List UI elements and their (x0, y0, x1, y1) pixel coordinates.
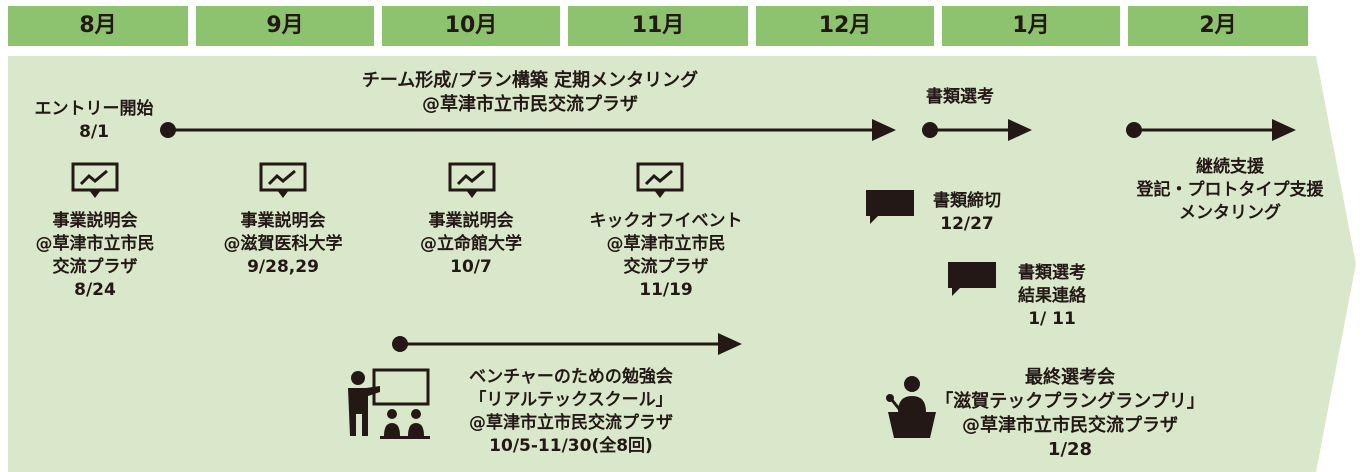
final-selection-label: 最終選考会 「滋賀テックプラングランプリ」 @草津市立市民交流プラザ 1/28 (930, 366, 1210, 462)
event-venue: @草津市立市民 (606, 234, 726, 254)
event-venue-cont: 交流プラザ (52, 257, 138, 277)
support-line2: 登記・プロトタイプ支援 (1136, 180, 1324, 200)
month-feb: 2月 (1128, 6, 1308, 46)
entry-title: エントリー開始 (34, 99, 154, 119)
final-venue: @草津市立市民交流プラザ (962, 415, 1178, 436)
screening-label: 書類選考 (926, 87, 994, 107)
entry-start: エントリー開始 8/1 (20, 98, 168, 144)
result-subtitle: 結果連絡 (1018, 286, 1086, 306)
presentation-board-icon (448, 162, 496, 198)
result-title: 書類選考 (1018, 263, 1086, 283)
main-phase-line1: チーム形成/プラン構築 定期メンタリング (361, 70, 699, 91)
event-title: 事業説明会 (240, 211, 326, 231)
speech-bubble-icon (866, 190, 914, 224)
support-line1: 継続支援 (1196, 157, 1264, 177)
study-title: ベンチャーのための勉強会 (469, 367, 673, 387)
month-sep: 9月 (196, 6, 374, 46)
event-oct-briefing: 事業説明会 @立命館大学 10/7 (386, 210, 556, 279)
event-venue-cont: 交流プラザ (623, 257, 709, 277)
presentation-board-icon (71, 162, 119, 198)
final-date: 1/28 (1047, 439, 1093, 460)
timeline-panel (8, 56, 1356, 472)
study-arrow (392, 333, 742, 355)
result-date: 1/ 11 (1028, 309, 1076, 329)
study-session-label: ベンチャーのための勉強会 「リアルテックスクール」 @草津市立市民交流プラザ 1… (436, 366, 706, 458)
deadline-label: 書類締切 12/27 (922, 190, 1012, 236)
speech-bubble-icon (948, 262, 996, 296)
study-venue: @草津市立市民交流プラザ (469, 413, 673, 433)
event-venue: @立命館大学 (420, 234, 522, 254)
screening-arrow (922, 119, 1032, 141)
event-date: 10/7 (450, 257, 492, 277)
month-nov: 11月 (568, 6, 748, 46)
event-venue: @滋賀医科大学 (223, 234, 343, 254)
entry-date: 8/1 (79, 122, 109, 142)
event-title: 事業説明会 (52, 211, 138, 231)
podium-speaker-icon (886, 376, 936, 438)
event-venue: @草津市立市民 (35, 234, 155, 254)
main-phase-arrow (160, 119, 896, 141)
event-sep-briefing: 事業説明会 @滋賀医科大学 9/28,29 (198, 210, 368, 279)
lecture-icon (348, 368, 430, 439)
event-date: 8/24 (74, 280, 116, 300)
deadline-title: 書類締切 (933, 191, 1001, 211)
month-jan: 1月 (942, 6, 1120, 46)
month-aug: 8月 (8, 6, 188, 46)
month-dec: 12月 (756, 6, 934, 46)
support-arrow (1126, 119, 1296, 141)
main-phase-line2: @草津市立市民交流プラザ (422, 94, 638, 115)
study-dates: 10/5-11/30(全8回) (489, 436, 653, 456)
support-label: 継続支援 登記・プロトタイプ支援 メンタリング (1130, 156, 1330, 225)
support-line3: メンタリング (1179, 203, 1281, 223)
event-title: キックオフイベント (589, 211, 743, 231)
presentation-board-icon (636, 162, 684, 198)
final-title: 最終選考会 (1025, 367, 1115, 388)
final-name: 「滋賀テックプラングランプリ」 (935, 391, 1205, 412)
event-aug-briefing: 事業説明会 @草津市立市民 交流プラザ 8/24 (10, 210, 180, 302)
main-phase-label: チーム形成/プラン構築 定期メンタリング @草津市立市民交流プラザ (320, 69, 740, 117)
result-label: 書類選考 結果連絡 1/ 11 (1000, 262, 1104, 331)
deadline-date: 12/27 (940, 214, 994, 234)
month-oct: 10月 (382, 6, 560, 46)
presentation-board-icon (259, 162, 307, 198)
event-title: 事業説明会 (428, 211, 514, 231)
event-date: 9/28,29 (247, 257, 319, 277)
event-kickoff: キックオフイベント @草津市立市民 交流プラザ 11/19 (566, 210, 766, 302)
study-name: 「リアルテックスクール」 (469, 390, 673, 410)
event-date: 11/19 (639, 280, 693, 300)
